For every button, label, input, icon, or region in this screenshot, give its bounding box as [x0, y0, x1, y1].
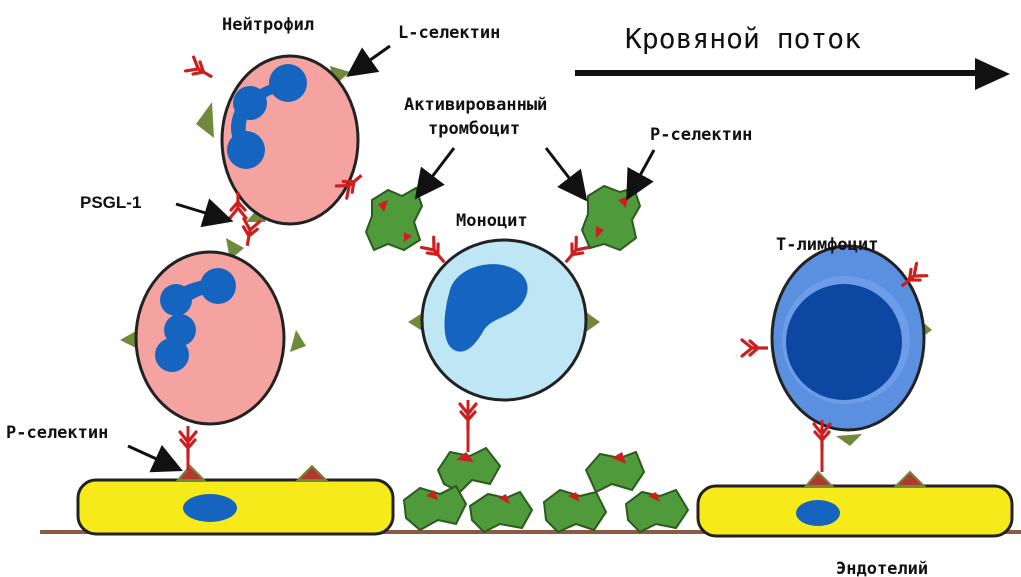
activated-platelet-label-line2: тромбоцит	[428, 119, 520, 139]
neutrophil-lower	[120, 219, 306, 470]
activated-platelet-label-line1: Активированный	[404, 95, 547, 115]
blood-flow-arrow	[575, 58, 1010, 90]
endothelial-nucleus-right	[796, 500, 840, 526]
monocyte-label: Моноцит	[456, 211, 528, 231]
t-lymphocyte-label: T-лимфоцит	[776, 235, 878, 255]
t-lymphocyte-nucleus	[786, 284, 902, 400]
neutrophil-upper	[186, 56, 367, 224]
activated-platelet-right	[582, 186, 640, 250]
p-selectin-bottom-label: P-селектин	[6, 423, 108, 443]
platelet-cluster	[404, 448, 688, 532]
endothelial-nucleus-left	[183, 494, 237, 522]
neutrophil-label: Нейтрофил	[222, 15, 314, 35]
p-selectin-top-label: P-селектин	[650, 125, 752, 145]
psgl1-label: PSGL-1	[80, 193, 141, 212]
blood-flow-label: Кровяной поток	[625, 22, 861, 55]
endothelial-cell-left	[78, 466, 393, 534]
endothelial-cell-right	[698, 472, 1012, 536]
activated-platelet-left	[366, 188, 422, 250]
l-selectin-label: L-селектин	[398, 23, 500, 43]
t-lymphocyte	[742, 246, 932, 472]
monocyte	[408, 237, 600, 452]
endothelium-label: Эндотелий	[836, 559, 928, 577]
